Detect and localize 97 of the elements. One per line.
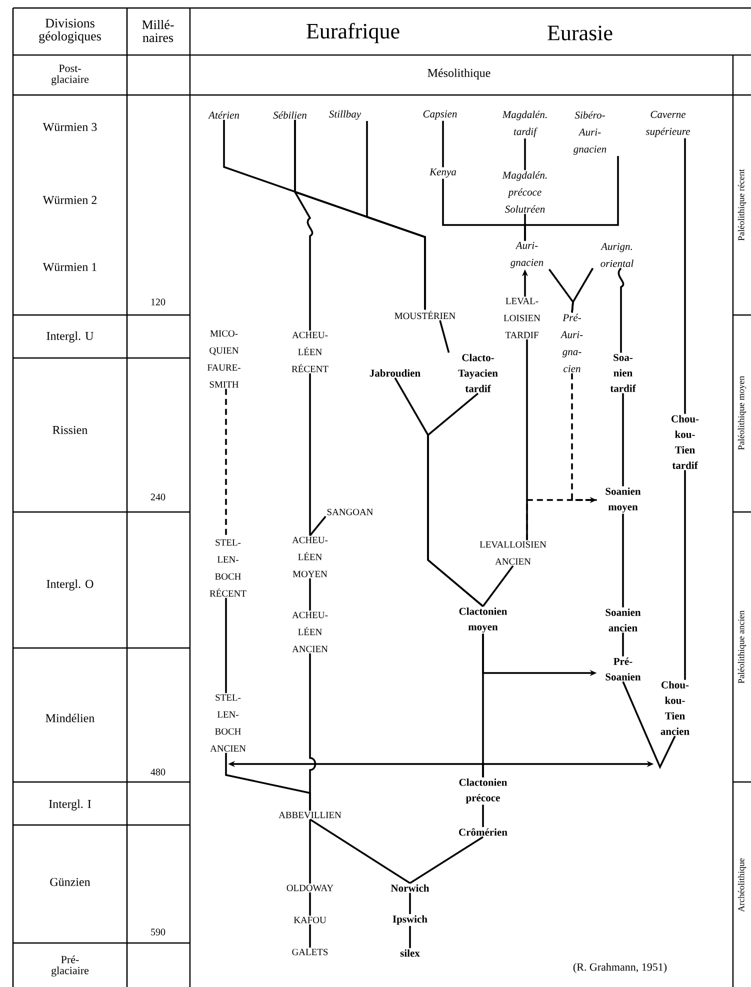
lineage-line xyxy=(482,804,484,828)
industry-label: Stillbay xyxy=(329,110,362,120)
industry-label: STEL- LEN- BOCH ANCIEN xyxy=(210,694,246,752)
industry-label: ACHEU- LÉEN RÉCENT xyxy=(292,332,328,372)
lineage-line xyxy=(409,926,411,948)
industry-label: Caverne supérieure xyxy=(646,110,690,138)
stage-label: Würmien 2 xyxy=(42,196,96,204)
lineage-line xyxy=(571,373,597,501)
lineage-line xyxy=(622,393,624,486)
industry-label: Kenya xyxy=(429,168,456,178)
industry-label: Norwich xyxy=(390,884,430,892)
industry-label: Chou- kou- Tien ancien xyxy=(660,681,690,735)
lineage-line xyxy=(571,268,594,313)
region-header: Eurasie xyxy=(548,26,612,40)
industry-label: Pré- Auri- gna- cien xyxy=(560,314,583,372)
lineage-line xyxy=(427,392,484,607)
lineage-line xyxy=(309,516,326,536)
lineage-line xyxy=(294,120,314,331)
period-label: Paléolithique ancien xyxy=(738,610,746,684)
industry-label: silex xyxy=(400,949,420,957)
industry-label: Soa- nien tardif xyxy=(610,354,636,392)
lineage-line xyxy=(309,578,311,611)
industry-label: GALETS xyxy=(292,948,328,956)
period-label: Post- glaciaire xyxy=(52,64,89,86)
lineage-line xyxy=(684,138,686,414)
lineage-line xyxy=(442,120,444,168)
lineage-line xyxy=(310,818,410,884)
industry-label: Pré- Soanien xyxy=(606,658,641,680)
industry-label: SANGOAN xyxy=(327,508,373,516)
lineage-line xyxy=(366,120,426,310)
lineage-line xyxy=(622,632,624,656)
age-number: 590 xyxy=(151,928,166,936)
industry-label: Chou- kou- Tien tardif xyxy=(672,415,699,469)
lineage-line xyxy=(482,565,514,607)
age-number: 480 xyxy=(150,768,166,776)
stage-label: Intergl. I xyxy=(49,800,91,810)
lineage-line xyxy=(439,320,450,353)
period-label: Mésolithique xyxy=(428,68,490,80)
lineage-line xyxy=(309,819,311,884)
industry-label: Magdalén. précoce Solutréen xyxy=(502,171,547,213)
industry-label: LEVAL- LOISIEN TARDIF xyxy=(504,298,540,338)
industry-label: ABBEVILLIEN xyxy=(278,812,342,818)
source-caption: (R. Grahmann, 1951) xyxy=(573,963,667,973)
lineage-line xyxy=(225,598,227,694)
period-label: Paléolithique moyen xyxy=(738,376,746,450)
industry-label: Ipswich xyxy=(392,915,428,925)
industry-label: Clactonien précoce xyxy=(459,778,508,804)
industry-label: Magdalén. tardif xyxy=(502,110,547,138)
industry-label: Atérien xyxy=(208,111,240,119)
stage-label: Günzien xyxy=(50,878,90,886)
lineage-line xyxy=(618,268,624,353)
stage-label: Intergl. U xyxy=(46,332,94,342)
industry-label: Clacto- Tayacien tardif xyxy=(458,354,498,392)
industry-label: Aurign. oriental xyxy=(600,242,634,268)
period-label: Archéolithique xyxy=(738,858,746,912)
lineage-line xyxy=(482,634,484,778)
stage-label: Pré- glaciaire xyxy=(52,956,89,976)
industry-label: Clactonien moyen xyxy=(459,607,508,633)
industry-label: OLDOWAY xyxy=(286,884,334,892)
column-header: Millé- naires xyxy=(142,20,174,42)
industry-label: Soanien moyen xyxy=(606,488,641,513)
region-header: Eurafrique xyxy=(306,22,400,44)
lineage-line xyxy=(684,470,686,680)
stage-label: Würmien 3 xyxy=(42,122,97,132)
industry-label: LEVALLOISIEN ANCIEN xyxy=(480,541,546,565)
stage-label: Würmien 1 xyxy=(42,262,96,272)
period-label: Paléolithique récent xyxy=(738,169,746,241)
industry-label: STEL- LEN- BOCH RÉCENT xyxy=(210,539,246,597)
industry-label: Capsien xyxy=(423,110,457,120)
lineage-line xyxy=(309,924,311,948)
lineage-line xyxy=(622,681,676,770)
industry-label: Auri- gnacien xyxy=(510,242,544,268)
industry-label: Crômérien xyxy=(459,828,508,836)
lineage-line xyxy=(524,138,526,170)
industry-label: Sébilien xyxy=(273,111,306,119)
column-header: Divisions géologiques xyxy=(39,18,101,44)
industry-label: KAFOU xyxy=(294,916,326,924)
stage-label: Rissien xyxy=(52,426,88,434)
lineage-line xyxy=(309,892,311,916)
age-number: 120 xyxy=(151,298,166,306)
lineage-line xyxy=(524,156,619,241)
industry-label: MOUSTÉRIEN xyxy=(394,310,456,320)
industry-label: Sibéro- Auri- gnacien xyxy=(573,111,606,155)
stage-label: Intergl. O xyxy=(46,580,94,590)
industry-label: Jabroudien xyxy=(370,369,420,377)
industry-label: MICO- QUIEN FAURE- SMITH xyxy=(207,330,240,388)
industry-label: ACHEU- LÉEN MOYEN xyxy=(292,536,328,578)
lineage-line xyxy=(309,373,311,536)
lineage-line xyxy=(622,514,624,608)
lineage-line xyxy=(309,653,316,811)
stage-label: Mindélien xyxy=(46,714,94,722)
industry-label: Soanien ancien xyxy=(606,608,641,632)
lineage-line xyxy=(526,339,528,540)
lineage-line xyxy=(410,836,484,884)
industry-label: ACHEU- LÉEN ANCIEN xyxy=(292,612,328,652)
age-number: 240 xyxy=(150,494,166,500)
lineage-line xyxy=(409,892,411,914)
